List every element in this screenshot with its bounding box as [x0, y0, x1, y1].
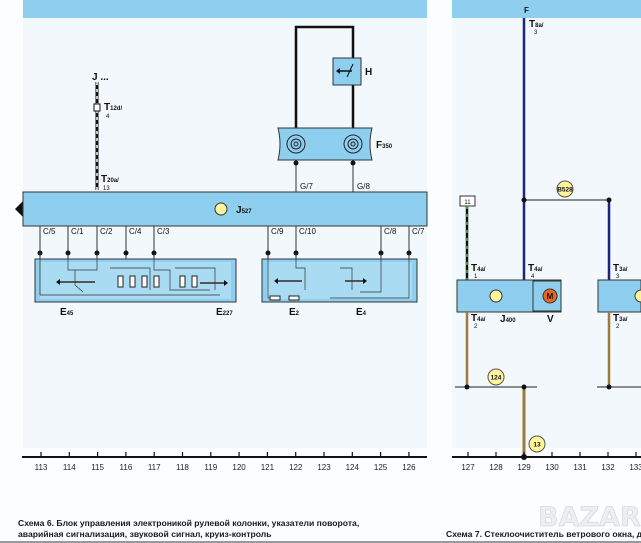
connector-icon — [93, 103, 101, 112]
scale-label: 119 — [204, 463, 217, 472]
pin-label: C/7 — [412, 227, 425, 236]
pin-label: C/2 — [100, 227, 113, 236]
scale-label: 133 — [629, 463, 641, 472]
caption-scheme6-line2: аварийная сигнализация, звуковой сигнал,… — [18, 529, 272, 539]
pin-label: C/1 — [71, 227, 84, 236]
switch-e2-label: E2 — [289, 307, 300, 318]
sensor-unit — [597, 279, 641, 313]
motor-label: V — [547, 314, 554, 325]
pin-t4a-1: T4a/ — [471, 263, 486, 274]
pin-label: C/9 — [271, 227, 284, 236]
scale-label: 129 — [517, 463, 531, 472]
pin-g8: G/8 — [357, 182, 370, 191]
scale-label: 120 — [232, 463, 246, 472]
motor-icon: M — [542, 288, 558, 304]
junction-label: B528 — [557, 187, 573, 194]
ground-point-13-label: 13 — [533, 442, 541, 449]
connector-t12d-label: T12d/ — [104, 102, 122, 113]
scale-label: 116 — [120, 463, 133, 472]
wire-horn-loop — [294, 25, 355, 128]
scheme7-background — [452, 18, 641, 448]
svg-text:M: M — [547, 292, 554, 301]
pin-label: C/4 — [129, 227, 142, 236]
clock-spring-f350 — [277, 127, 373, 161]
scale-label: 118 — [176, 463, 189, 472]
scale-label: 124 — [346, 463, 360, 472]
pin-label: C/8 — [384, 227, 397, 236]
pin-label: C/5 — [43, 227, 56, 236]
watermark-logo: BAZAR — [538, 502, 641, 534]
top-band-right — [452, 0, 641, 18]
pin-t3a-2-number: 2 — [616, 324, 620, 330]
pin-t4a-2: T4a/ — [471, 313, 486, 324]
scale-label: 115 — [91, 463, 104, 472]
connector-t8a-label: T8a/ — [529, 19, 544, 30]
pin-t3a-2: T3a/ — [613, 313, 628, 324]
connector-t12d-pin: 4 — [106, 114, 110, 120]
scale-label: 125 — [374, 463, 388, 472]
switch-e45-label: E45 — [60, 307, 74, 318]
scale-label: 114 — [63, 463, 76, 472]
switch-e45-e227 — [34, 228, 237, 303]
junction-dot — [123, 250, 129, 256]
scale-label: 123 — [317, 463, 331, 472]
coil-label: F350 — [376, 140, 393, 151]
ground-point-124 — [487, 368, 505, 386]
pin-label: C/3 — [157, 227, 170, 236]
caption-scheme7: Схема 7. Стеклоочиститель ветрового окна… — [446, 529, 641, 539]
connector-t20a-pin: 13 — [103, 186, 110, 192]
pin-t3a-3: T3a/ — [613, 263, 628, 274]
wire-source-label: J ... — [92, 72, 109, 83]
ground-point-13 — [528, 435, 546, 453]
scale-label: 130 — [545, 463, 559, 472]
scale-left: 113 114 115 116 117 118 119 120 121 122 123 124 125 1… — [35, 452, 416, 472]
scale-label: 132 — [601, 463, 615, 472]
scale-label: 127 — [461, 463, 475, 472]
scale-label: 122 — [289, 463, 303, 472]
pin-g7: G/7 — [300, 182, 313, 191]
pin-t4a-2-number: 2 — [474, 324, 478, 330]
scheme6-background — [23, 18, 427, 448]
control-unit-label: J527 — [236, 205, 252, 216]
horn-switch-label: H — [365, 67, 372, 78]
caption-scheme6-line1: Схема 6. Блок управления электроникой ру… — [18, 518, 359, 528]
pin-t4a-1-number: 1 — [474, 274, 478, 280]
horn-switch — [332, 57, 362, 86]
ground-point-124-label: 124 — [491, 375, 502, 382]
top-band-left — [23, 0, 427, 18]
pin-t4a-4: T4a/ — [528, 263, 543, 274]
connector-t8a-pin: 3 — [534, 30, 538, 36]
switch-e4-label: E4 — [356, 307, 367, 318]
terminal-label: 11 — [464, 200, 471, 206]
connector-t20a-label: T20a/ — [101, 174, 119, 185]
junction-badge — [556, 180, 574, 198]
scale-label: 131 — [573, 463, 587, 472]
scale-label: 128 — [489, 463, 503, 472]
scale-label: 126 — [402, 463, 416, 472]
pin-t4a-4-number: 4 — [531, 274, 535, 280]
pin-label: C/10 — [299, 227, 316, 236]
unit-j400-label: J400 — [500, 314, 516, 325]
electronic-module-icon — [214, 202, 228, 216]
scale-right: 127 128 129 130 131 132 133 — [461, 452, 641, 472]
wire-source-f: F — [524, 6, 529, 15]
switch-e2-e4 — [261, 253, 418, 303]
continuation-arrow-icon — [15, 201, 23, 217]
pin-t3a-3-number: 3 — [616, 274, 620, 280]
switch-e227-label: E227 — [216, 307, 233, 318]
scale-label: 117 — [148, 463, 161, 472]
svg-text:BAZAR: BAZAR — [538, 502, 641, 533]
scale-label: 113 — [35, 463, 48, 472]
scale-label: 121 — [261, 463, 275, 472]
